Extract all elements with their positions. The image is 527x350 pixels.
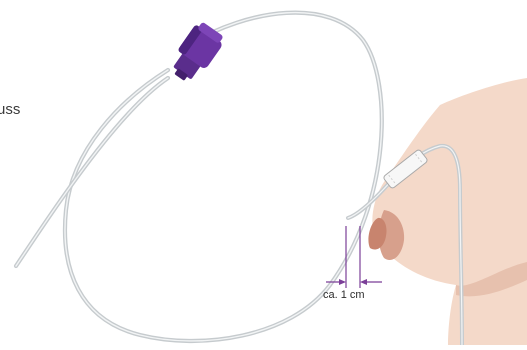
skin-body bbox=[372, 78, 527, 345]
tube-label-fragment: uss bbox=[0, 101, 20, 118]
tube-tail-highlight bbox=[16, 78, 168, 266]
breast-illustration bbox=[326, 78, 527, 345]
tube-tail bbox=[16, 78, 168, 266]
measurement-label: ca. 1 cm bbox=[323, 289, 365, 301]
